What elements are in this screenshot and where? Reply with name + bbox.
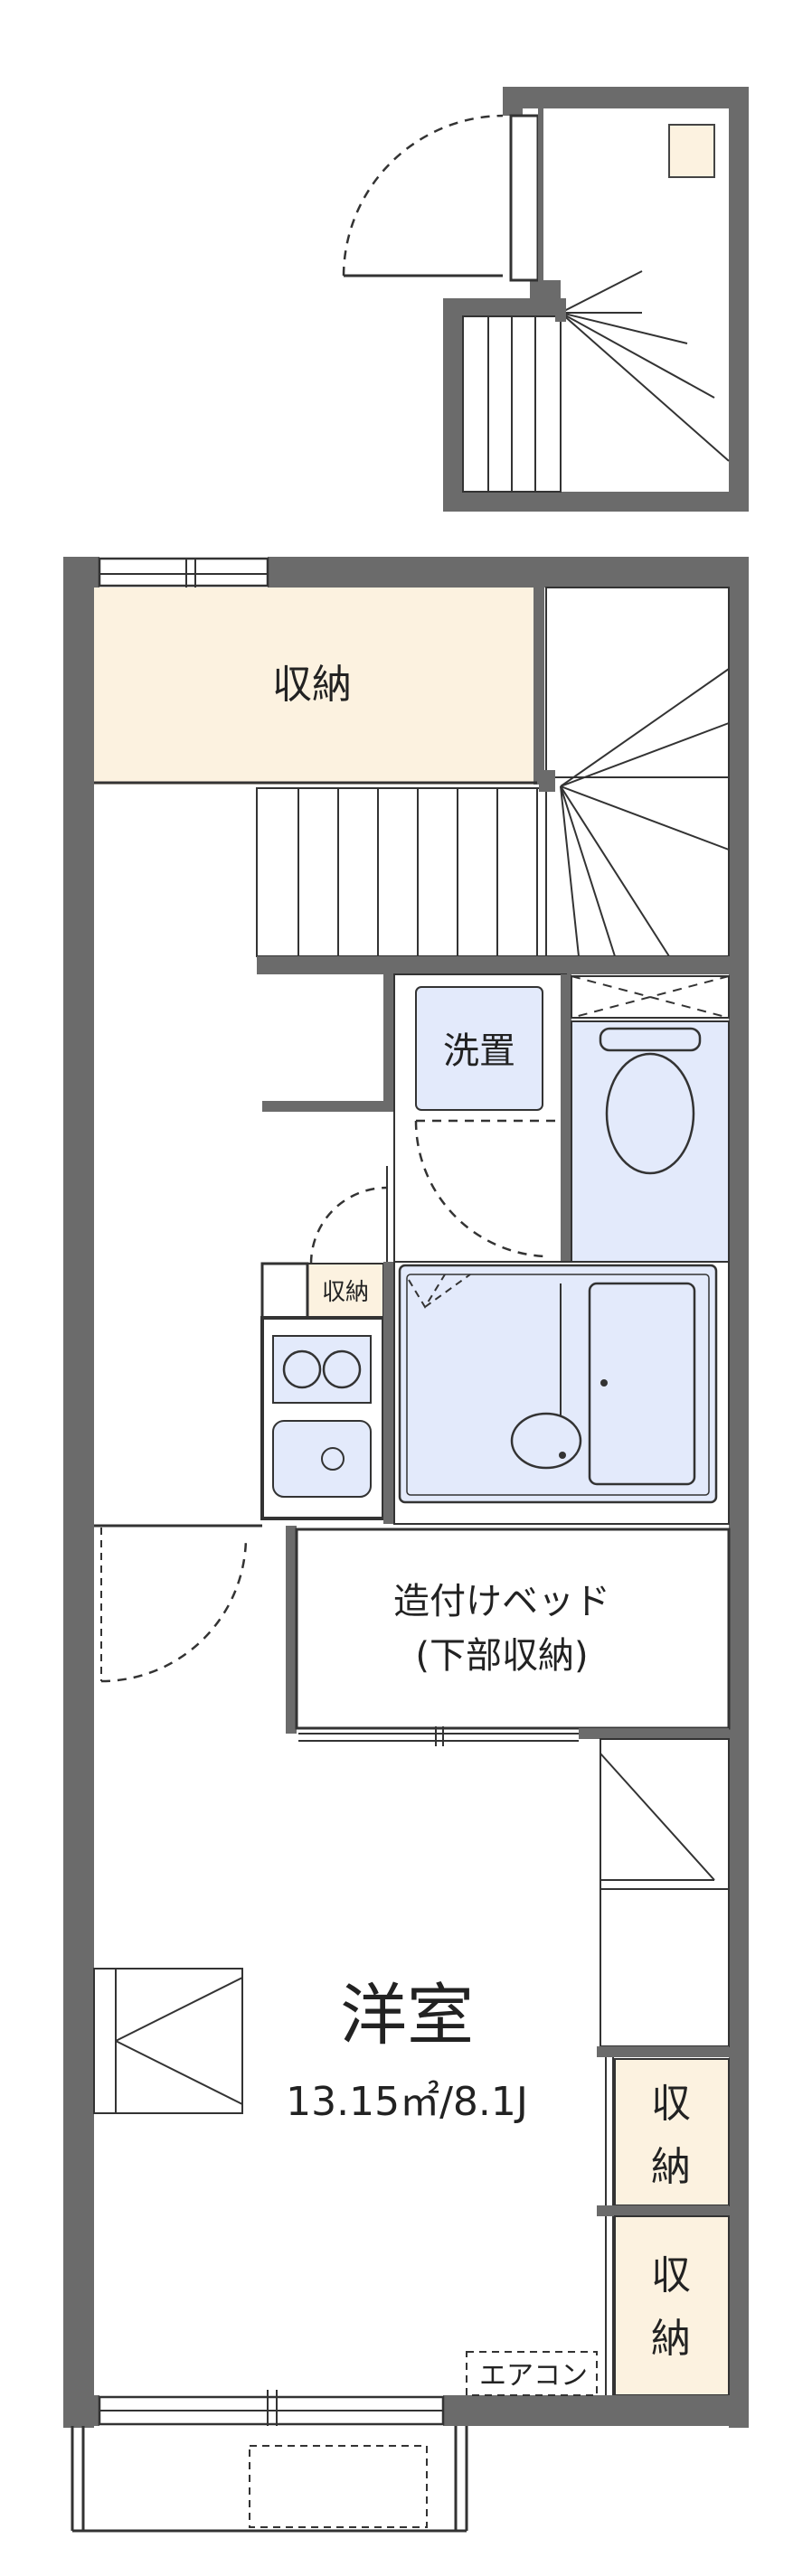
washer-space — [415, 986, 543, 1111]
top-window — [98, 557, 269, 588]
stair-winder-line — [560, 785, 580, 957]
kitchen-storage — [307, 1263, 384, 1319]
kitchen-cabinet — [260, 1262, 309, 1320]
bath-wall — [383, 1262, 394, 1524]
loft-wall — [443, 492, 749, 512]
exterior-wall-right — [729, 557, 749, 2428]
exterior-wall-bottom-left — [63, 2395, 99, 2426]
toilet-shelf-x — [571, 975, 730, 1019]
loft-winder-line — [560, 312, 688, 344]
bath-basin — [510, 1412, 582, 1470]
storage-upper-wall — [533, 588, 544, 785]
room-door-swing — [100, 1536, 248, 1683]
loft-wall — [503, 87, 747, 108]
storage-right-wall — [597, 2205, 729, 2216]
storage-right-1 — [614, 2058, 730, 2206]
hall-wall — [262, 1101, 394, 1112]
stair-winder-line — [560, 668, 730, 787]
bath-door-mark — [408, 1274, 471, 1309]
bed-wall — [286, 1526, 297, 1734]
toilet-tank — [599, 1027, 702, 1052]
stove-burner — [282, 1349, 322, 1389]
stair-winder-line — [560, 785, 730, 851]
stove-burner — [322, 1349, 362, 1389]
storage-right-2-label-top: 収 — [651, 2252, 691, 2299]
kitchen-storage-label: 収納 — [322, 1279, 369, 1306]
exterior-wall-bottom — [443, 2395, 749, 2426]
stair-post — [539, 770, 555, 792]
stair-winder-line — [560, 785, 670, 957]
storage-upper-label: 収納 — [272, 662, 352, 708]
toilet-bowl — [605, 1052, 695, 1175]
loft-wall — [729, 87, 749, 512]
western-room-size-label: 13.15㎡/8.1J — [286, 2079, 528, 2125]
toilet-wall — [561, 974, 571, 1285]
main-floor — [63, 557, 749, 2533]
aircon-box — [466, 2351, 598, 2396]
loft-winder-line — [560, 312, 730, 462]
loft-door-swing — [342, 114, 504, 277]
storage-right-wall — [597, 2046, 729, 2057]
washer-space-label: 洗置 — [443, 1030, 515, 1072]
loft-winder-line — [560, 270, 643, 314]
storage-upper — [94, 588, 537, 785]
loft-wall — [503, 87, 523, 116]
loft-inner-wall — [538, 108, 543, 295]
stair-winder — [545, 587, 730, 957]
exterior-wall-left — [63, 557, 94, 2428]
loft-section — [342, 87, 749, 512]
bath-basin-tap — [559, 1452, 566, 1459]
sink-drain — [321, 1447, 345, 1471]
exterior-wall-top — [268, 557, 749, 588]
washroom-door-swing — [414, 1120, 545, 1258]
hall-wall — [383, 974, 394, 1112]
loft-storage-box — [668, 124, 715, 178]
storage-right-1-label-top: 収 — [651, 2081, 691, 2127]
exterior-wall-top-left — [63, 557, 99, 588]
bed-bottom-wall — [579, 1728, 729, 1739]
bathtub — [588, 1282, 696, 1486]
toilet-shelf-x — [571, 975, 730, 1019]
loft-winder-line — [560, 312, 715, 399]
loft-bed-label-2: (下部収納) — [415, 1635, 588, 1677]
room-fixture-line — [115, 2040, 243, 2105]
stair-winder-line — [560, 785, 616, 957]
loft-wall — [443, 298, 463, 512]
storage-right-1-label-bottom: 納 — [651, 2144, 691, 2190]
stair-winder-line — [560, 722, 730, 787]
loft-stair-post — [555, 298, 566, 322]
kitchen-door-swing — [309, 1186, 388, 1264]
western-room-label: 洋室 — [340, 1977, 474, 2054]
stair-bottom-wall — [257, 956, 749, 974]
closet-right — [600, 1738, 730, 2047]
room-fixture — [93, 1968, 243, 2114]
bathtub-drain — [600, 1379, 608, 1387]
aircon-label: エアコン — [479, 2360, 588, 2392]
main-stairs — [256, 787, 551, 957]
loft-opening-frame — [509, 114, 540, 282]
room-fixture-line — [115, 1977, 243, 2042]
balcony-unit — [249, 2445, 428, 2528]
storage-right-2-label-bottom: 納 — [651, 2316, 691, 2362]
loft-bed-label-1: 造付けベッド — [393, 1581, 610, 1622]
storage-right-2 — [614, 2215, 730, 2396]
closet-right-diag — [600, 1753, 715, 1881]
built-in-bed — [295, 1528, 731, 1730]
